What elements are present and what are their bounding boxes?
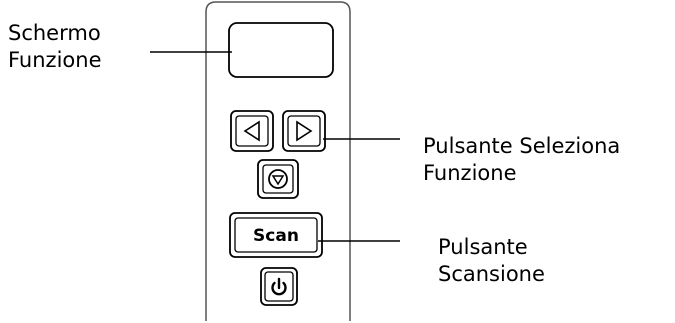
function-button-label-line2: Funzione: [423, 161, 517, 185]
scan-button-label: Scan: [253, 226, 299, 246]
function-button-label: Pulsante Seleziona Funzione: [423, 133, 620, 187]
triangle-left-icon: [243, 120, 260, 142]
stop-icon-triangle: [271, 175, 285, 186]
scan-button[interactable]: Scan: [229, 212, 323, 258]
scan-button-callout-line2: Scansione: [438, 262, 545, 286]
display-label-line2: Funzione: [8, 48, 102, 72]
function-button-label-line1: Pulsante Seleziona: [423, 134, 621, 158]
power-button[interactable]: [260, 267, 298, 306]
panel-outline: [205, 1, 351, 321]
scan-button-callout-line1: Pulsante: [438, 235, 528, 259]
stop-button[interactable]: [257, 159, 299, 199]
left-arrow-button[interactable]: [230, 110, 274, 152]
power-icon: [271, 277, 287, 296]
function-display: [228, 22, 334, 78]
scan-button-callout: Pulsante Scansione: [438, 234, 545, 288]
display-label: Schermo Funzione: [8, 20, 102, 74]
triangle-right-icon: [296, 120, 313, 142]
display-label-line1: Schermo: [8, 21, 101, 45]
right-arrow-button[interactable]: [282, 110, 326, 152]
